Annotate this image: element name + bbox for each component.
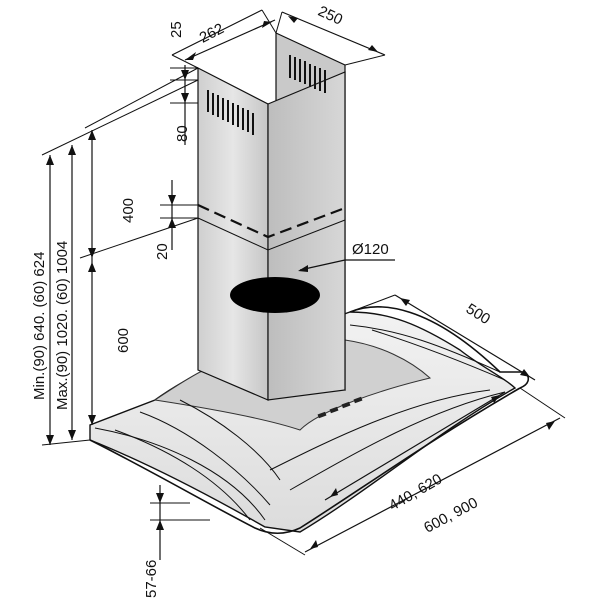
vent-slots-front [207,90,254,135]
dimension-lines [41,9,566,560]
control-panel [317,396,363,419]
label-600-900: 600, 900 [421,494,481,536]
label-262: 262 [197,20,227,47]
label-min-height: Min.(90) 640. (60) 624 [31,252,48,400]
label-20: 20 [154,243,171,260]
label-500: 500 [463,300,493,328]
label-57-66: 57-66 [143,560,160,598]
label-440-620: 440, 620 [386,471,445,515]
label-80: 80 [174,125,191,142]
label-400: 400 [120,198,137,223]
label-600-height: 600 [115,328,132,353]
label-25: 25 [168,21,185,38]
chimney [197,32,346,401]
label-250: 250 [315,3,345,29]
vent-slots-back [289,55,326,93]
label-diameter: Ø120 [352,241,389,258]
label-max-height: Max.(90) 1020. (60) 1004 [54,241,71,410]
exhaust-hole [230,277,320,313]
